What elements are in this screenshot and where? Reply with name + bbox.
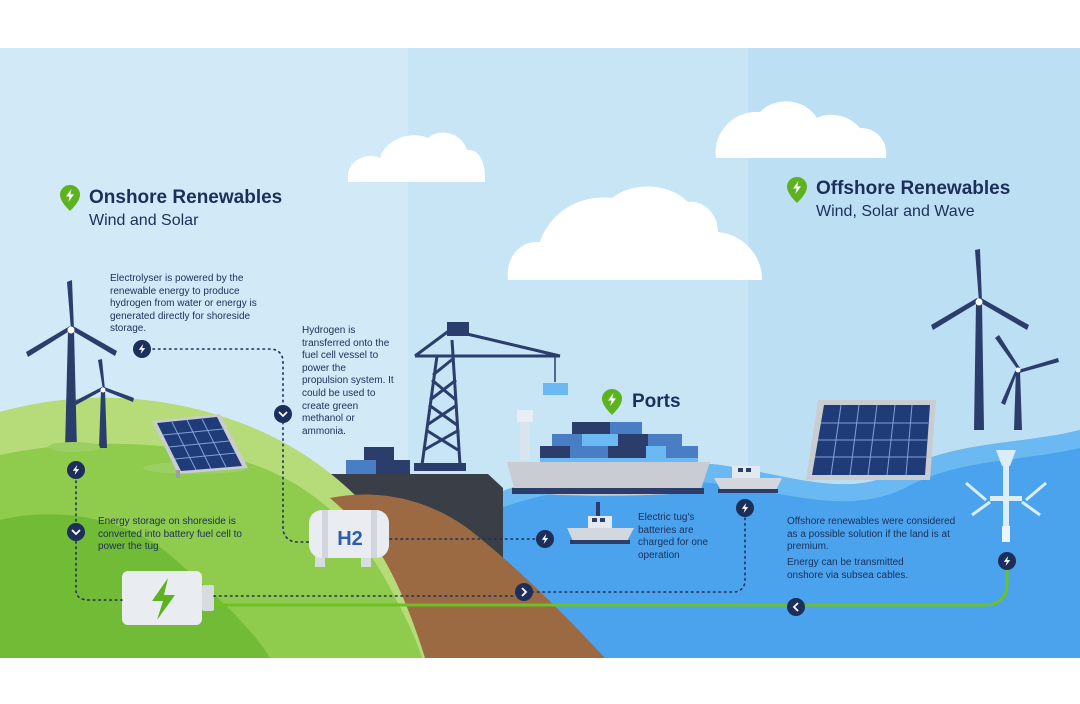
wind-turbine-icon <box>931 249 1059 430</box>
location-pin-bolt-icon <box>787 177 807 203</box>
turbine-base <box>48 442 100 452</box>
quay-containers <box>346 447 410 474</box>
hydrogen-tank-icon: H2 <box>309 510 389 567</box>
onshore-heading: Onshore Renewables Wind and Solar <box>89 186 282 232</box>
onshore-title: Onshore Renewables <box>89 187 283 208</box>
offshore-subtitle: Wind, Solar and Wave <box>816 203 975 220</box>
cloud-icon <box>348 132 486 182</box>
soil <box>330 494 605 658</box>
vessel-icon <box>714 466 782 493</box>
container-ship-icon <box>507 410 710 496</box>
storage-note: Energy storage on shoreside is converted… <box>98 516 242 553</box>
bolt-icon <box>998 552 1016 570</box>
offshore-note-1: Offshore renewables were considered as a… <box>787 516 956 553</box>
chevron-down-icon <box>67 523 85 541</box>
chevron-down-icon <box>274 405 292 423</box>
bolt-icon <box>536 530 554 548</box>
solar-panel-icon <box>806 400 936 480</box>
chevron-left-icon <box>787 598 805 616</box>
offshore-note-2: Energy can be transmitted onshore via su… <box>787 557 909 581</box>
tugboat-icon <box>567 502 634 544</box>
ports-heading: Ports <box>632 390 681 414</box>
chevron-right-icon <box>515 583 533 601</box>
solar-panel-icon <box>143 414 248 478</box>
ports-title: Ports <box>632 391 681 412</box>
crane-base <box>414 463 466 471</box>
subsea-cable <box>214 562 1009 607</box>
battery-icon <box>122 571 214 625</box>
cloud-icon <box>507 186 762 280</box>
onshore-subtitle: Wind and Solar <box>89 212 199 229</box>
location-pin-bolt-icon <box>602 389 622 415</box>
cloud-icon <box>715 101 887 158</box>
offshore-title: Offshore Renewables <box>816 178 1011 199</box>
electrolyser-note: Electrolyser is powered by the renewable… <box>110 273 257 335</box>
wave-energy-converter-icon <box>965 450 1047 542</box>
hydrogen-note: Hydrogen is transferred onto the fuel ce… <box>302 325 394 437</box>
bolt-icon <box>133 340 151 358</box>
tug-note: Electric tug's batteries are charged for… <box>638 512 709 561</box>
crane-container <box>543 383 568 395</box>
wind-turbine-icon <box>26 280 134 450</box>
h2-label: H2 <box>337 528 363 550</box>
bolt-icon <box>67 461 85 479</box>
offshore-heading: Offshore Renewables Wind, Solar and Wave <box>816 177 1010 223</box>
crane-cab <box>447 322 469 336</box>
bolt-icon <box>736 499 754 517</box>
flow-lines <box>75 348 746 601</box>
location-pin-bolt-icon <box>60 185 80 211</box>
